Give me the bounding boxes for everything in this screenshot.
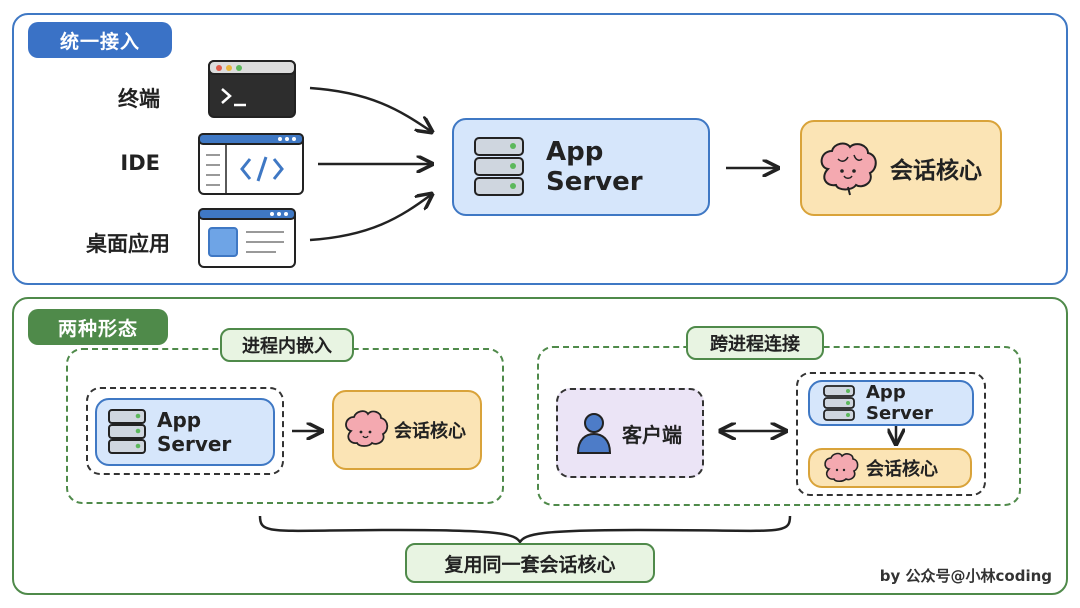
desktop-app-icon <box>198 208 296 268</box>
author-credit: by 公众号@小林coding <box>879 567 1052 585</box>
two-modes-tag: 两种形态 <box>28 309 168 345</box>
embed-server-wrapper <box>86 387 284 475</box>
embed-session-core-label: 会话核心 <box>394 421 466 442</box>
terminal-label: 终端 <box>118 87 160 111</box>
remote-app-server-box: App Server <box>808 380 974 426</box>
embed-app-server-label: App Server <box>157 408 232 456</box>
reuse-brace <box>258 515 792 545</box>
session-core-box: 会话核心 <box>800 120 1002 216</box>
ide-window-icon <box>198 133 304 195</box>
desktop-app-arrow <box>309 194 432 242</box>
ide-label: IDE <box>120 151 160 175</box>
user-icon <box>576 413 612 454</box>
remote-session-core-label: 会话核心 <box>866 459 938 480</box>
brain-icon <box>345 410 389 447</box>
terminal-icon <box>208 60 296 118</box>
remote-app-server-label: App Server <box>866 382 933 424</box>
in-process-embed-tag: 进程内嵌入 <box>220 328 354 362</box>
embed-session-core-box: 会话核心 <box>332 390 482 470</box>
cross-process-tag: 跨进程连接 <box>686 326 824 360</box>
remote-server-wrapper <box>796 372 986 496</box>
remote-session-core-box: 会话核心 <box>808 448 972 488</box>
brain-icon <box>820 142 877 196</box>
app-server-label: App Server <box>546 137 643 197</box>
desktop-app-label: 桌面应用 <box>86 232 170 256</box>
server-stack-icon <box>823 385 855 421</box>
reuse-core-tag: 复用同一套会话核心 <box>405 543 655 583</box>
embed-app-server-box: App Server <box>95 398 275 466</box>
client-box: 客户端 <box>556 388 704 478</box>
terminal-arrow <box>309 86 432 132</box>
client-label: 客户端 <box>622 422 682 447</box>
brain-icon <box>824 452 859 483</box>
session-core-label: 会话核心 <box>890 158 982 184</box>
server-stack-icon <box>474 137 524 196</box>
unified-access-tag: 统一接入 <box>28 22 172 58</box>
server-stack-icon <box>108 409 146 454</box>
app-server-box: App Server <box>452 118 710 216</box>
